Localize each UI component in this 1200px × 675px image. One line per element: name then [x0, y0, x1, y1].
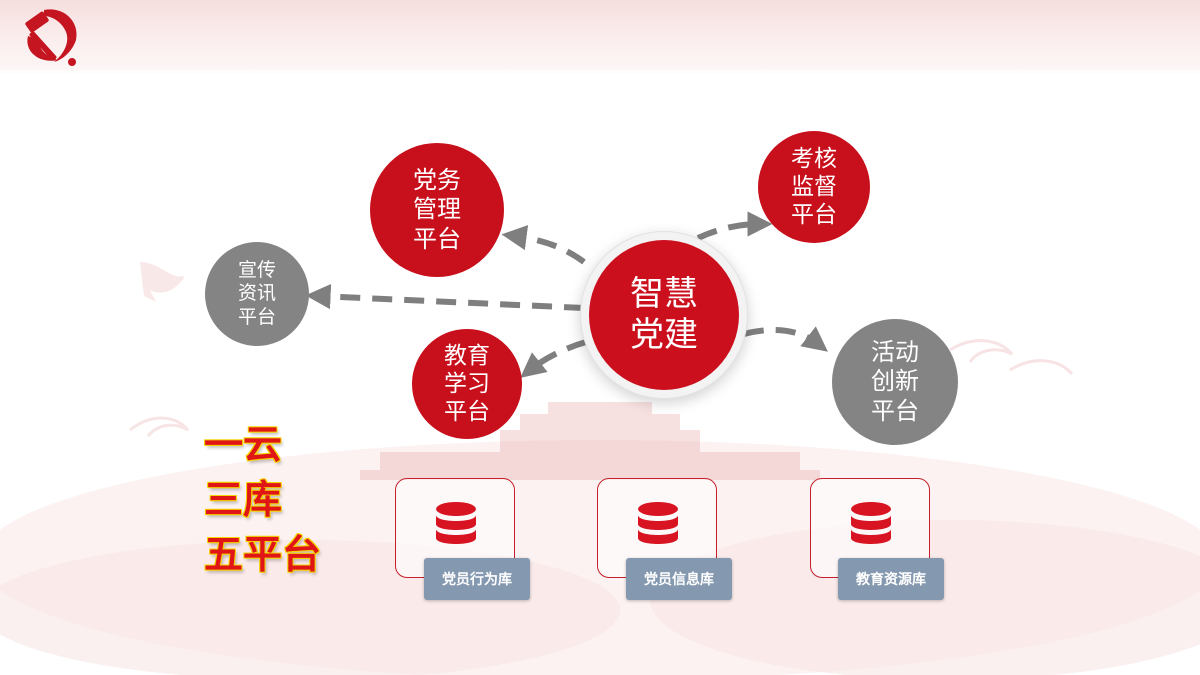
platform-education-label: 教育 学习 平台: [444, 342, 490, 426]
arrow-to-education: [520, 339, 587, 378]
slogan-line-2: 三库: [204, 478, 283, 523]
platform-publicity[interactable]: 宣传 资讯 平台: [205, 242, 309, 346]
platform-education[interactable]: 教育 学习 平台: [412, 329, 522, 439]
arrow-to-activity: [743, 326, 828, 352]
header-band: [0, 0, 1200, 74]
platform-party-affairs-label: 党务 管理 平台: [413, 166, 461, 253]
database-label-education-resources: 教育资源库: [838, 558, 944, 600]
center-smart-party-label: 智慧 党建: [630, 273, 698, 355]
slogan-line-3: 五平台: [204, 533, 322, 578]
platform-activity[interactable]: 活动 创新 平台: [832, 319, 958, 445]
arrow-to-publicity: [305, 283, 585, 311]
arrow-to-assessment: [696, 211, 773, 241]
platform-assessment[interactable]: 考核 监督 平台: [758, 131, 870, 243]
database-icon: [638, 502, 678, 544]
center-smart-party[interactable]: 智慧 党建: [589, 240, 739, 390]
database-icon: [436, 502, 476, 544]
arrow-to-party-affairs: [501, 225, 586, 265]
database-label-member-info: 党员信息库: [626, 558, 732, 600]
platform-party-affairs[interactable]: 党务 管理 平台: [370, 143, 504, 277]
platform-activity-label: 活动 创新 平台: [871, 338, 919, 425]
slogan-line-1: 一云: [204, 423, 283, 468]
platform-publicity-label: 宣传 资讯 平台: [237, 259, 276, 328]
database-label-behavior: 党员行为库: [424, 558, 530, 600]
platform-assessment-label: 考核 监督 平台: [791, 145, 837, 229]
database-icon: [851, 502, 891, 544]
hammer-and-sickle-icon: [25, 9, 77, 66]
slogan: 一云 三库 五平台: [204, 418, 384, 583]
